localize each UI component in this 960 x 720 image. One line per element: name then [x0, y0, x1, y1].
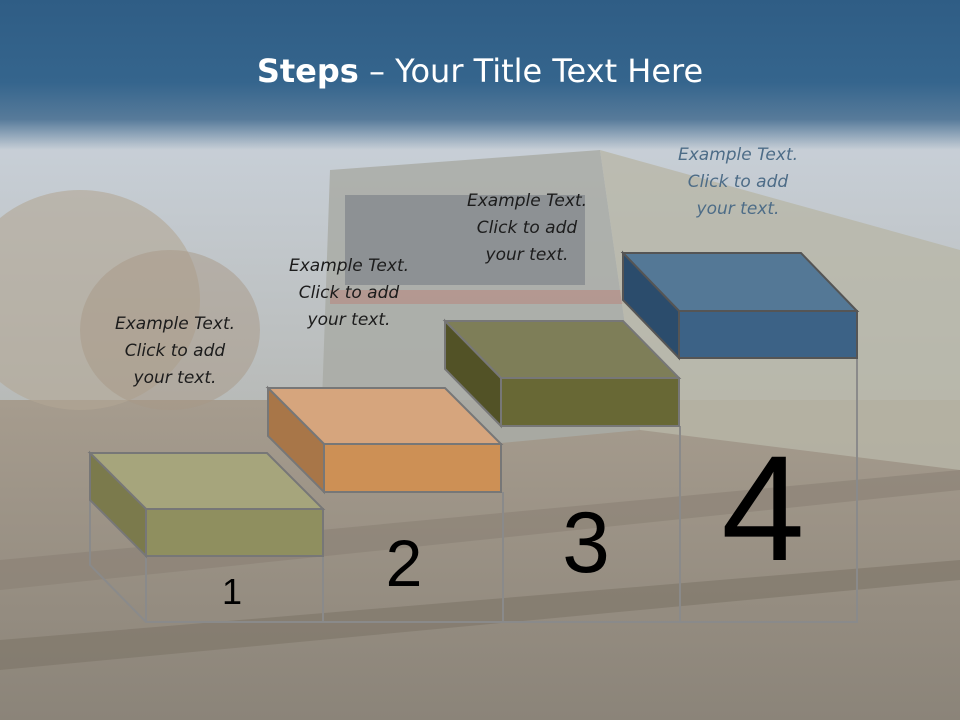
step-3-caption-line: Example Text. — [466, 191, 588, 211]
step-2-number: 2 — [386, 526, 423, 600]
slide-title[interactable]: Steps – Your Title Text Here — [0, 52, 960, 90]
step-1-caption-line: Click to add — [124, 341, 226, 361]
step-3-caption-line: your text. — [485, 245, 569, 265]
step-3-number: 3 — [562, 495, 610, 591]
step-3-block[interactable] — [442, 318, 682, 429]
step-4-caption-line: your text. — [696, 199, 780, 219]
title-text: – Your Title Text Here — [358, 52, 704, 90]
step-4-caption-line: Click to add — [687, 172, 789, 192]
step-3-caption[interactable]: Example Text. Click to add your text. — [432, 188, 622, 269]
step-2-caption[interactable]: Example Text. Click to add your text. — [254, 253, 444, 334]
step-2-caption-line: Example Text. — [288, 256, 410, 276]
title-bar — [0, 0, 960, 150]
step-4-caption[interactable]: Example Text. Click to add your text. — [643, 142, 833, 223]
step-2-block[interactable] — [265, 385, 504, 495]
step-4-number: 4 — [721, 424, 804, 592]
step-1-caption-line: your text. — [133, 368, 217, 388]
step-4-block[interactable] — [620, 250, 860, 361]
step-1-block[interactable] — [87, 450, 326, 559]
step-3-caption-line: Click to add — [476, 218, 578, 238]
step-2-caption-line: your text. — [307, 310, 391, 330]
title-bold: Steps — [256, 52, 359, 90]
step-1-caption[interactable]: Example Text. Click to add your text. — [80, 311, 270, 392]
step-1-number: 1 — [222, 571, 242, 612]
step-1-caption-line: Example Text. — [114, 314, 236, 334]
step-2-caption-line: Click to add — [298, 283, 400, 303]
step-4-caption-line: Example Text. — [677, 145, 799, 165]
